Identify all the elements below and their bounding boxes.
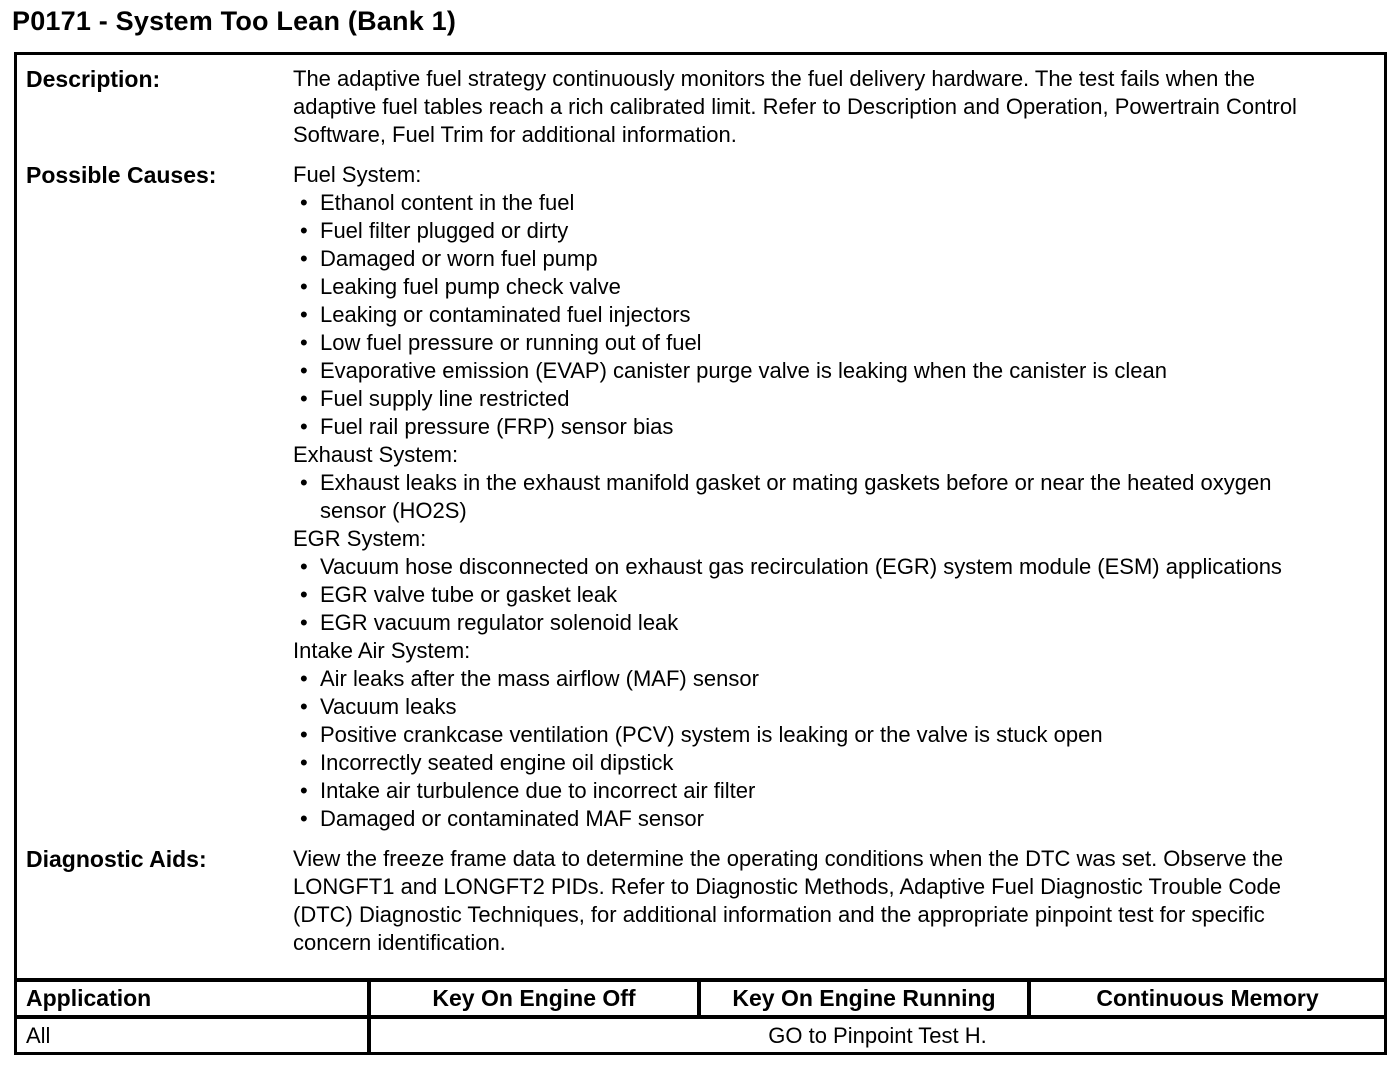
dtc-title: P0171 - System Too Lean (Bank 1) [12,6,457,36]
col-header-key-on-engine-off: Key On Engine Off [371,982,701,1015]
cause-item: Leaking or contaminated fuel injectors [293,301,1298,329]
cause-list: Exhaust leaks in the exhaust manifold ga… [293,469,1298,525]
cause-item: Exhaust leaks in the exhaust manifold ga… [293,469,1298,525]
cause-group-heading: EGR System: [293,526,427,551]
cause-item: EGR vacuum regulator solenoid leak [293,609,1298,637]
cause-list: Air leaks after the mass airflow (MAF) s… [293,665,1298,833]
cause-list: Ethanol content in the fuelFuel filter p… [293,189,1298,441]
description-text: The adaptive fuel strategy continuously … [293,66,1297,147]
cause-item: Incorrectly seated engine oil dipstick [293,749,1298,777]
cause-item: Leaking fuel pump check valve [293,273,1298,301]
cell-application-value: All [17,1019,371,1052]
cause-item: Air leaks after the mass airflow (MAF) s… [293,665,1298,693]
diagnostic-aids-label: Diagnostic Aids: [26,846,207,872]
application-table: Application Key On Engine Off Key On Eng… [17,978,1384,1052]
possible-causes-label: Possible Causes: [26,162,217,188]
cause-item: Damaged or worn fuel pump [293,245,1298,273]
col-header-continuous-memory: Continuous Memory [1096,985,1319,1011]
table-data-row: All GO to Pinpoint Test H. [17,1019,1384,1052]
cause-item: Fuel rail pressure (FRP) sensor bias [293,413,1298,441]
dtc-info-box: Description: The adaptive fuel strategy … [14,52,1387,1055]
cause-item: Vacuum hose disconnected on exhaust gas … [293,553,1298,581]
cause-item: Intake air turbulence due to incorrect a… [293,777,1298,805]
description-row: Description: The adaptive fuel strategy … [17,65,1384,149]
possible-causes-content: Fuel System:Ethanol content in the fuelF… [293,161,1298,833]
description-label: Description: [26,66,161,92]
table-header-row: Application Key On Engine Off Key On Eng… [17,982,1384,1019]
possible-causes-row: Possible Causes: Fuel System:Ethanol con… [17,161,1384,833]
cause-item: Low fuel pressure or running out of fuel [293,329,1298,357]
diagnostic-aids-row: Diagnostic Aids: View the freeze frame d… [17,845,1384,957]
cause-group-heading: Fuel System: [293,162,422,187]
cause-item: Fuel supply line restricted [293,385,1298,413]
cell-test-action: GO to Pinpoint Test H. [768,1022,987,1048]
cause-item: Ethanol content in the fuel [293,189,1298,217]
cause-group-heading: Exhaust System: [293,442,459,467]
cause-item: Fuel filter plugged or dirty [293,217,1298,245]
cause-item: Vacuum leaks [293,693,1298,721]
diagnostic-aids-text: View the freeze frame data to determine … [293,846,1284,955]
cause-item: Positive crankcase ventilation (PCV) sys… [293,721,1298,749]
cause-list: Vacuum hose disconnected on exhaust gas … [293,553,1298,637]
cause-group-heading: Intake Air System: [293,638,471,663]
cause-item: Evaporative emission (EVAP) canister pur… [293,357,1298,385]
cause-item: Damaged or contaminated MAF sensor [293,805,1298,833]
col-header-application: Application [17,982,371,1015]
cause-item: EGR valve tube or gasket leak [293,581,1298,609]
col-header-key-on-engine-running: Key On Engine Running [701,982,1031,1015]
